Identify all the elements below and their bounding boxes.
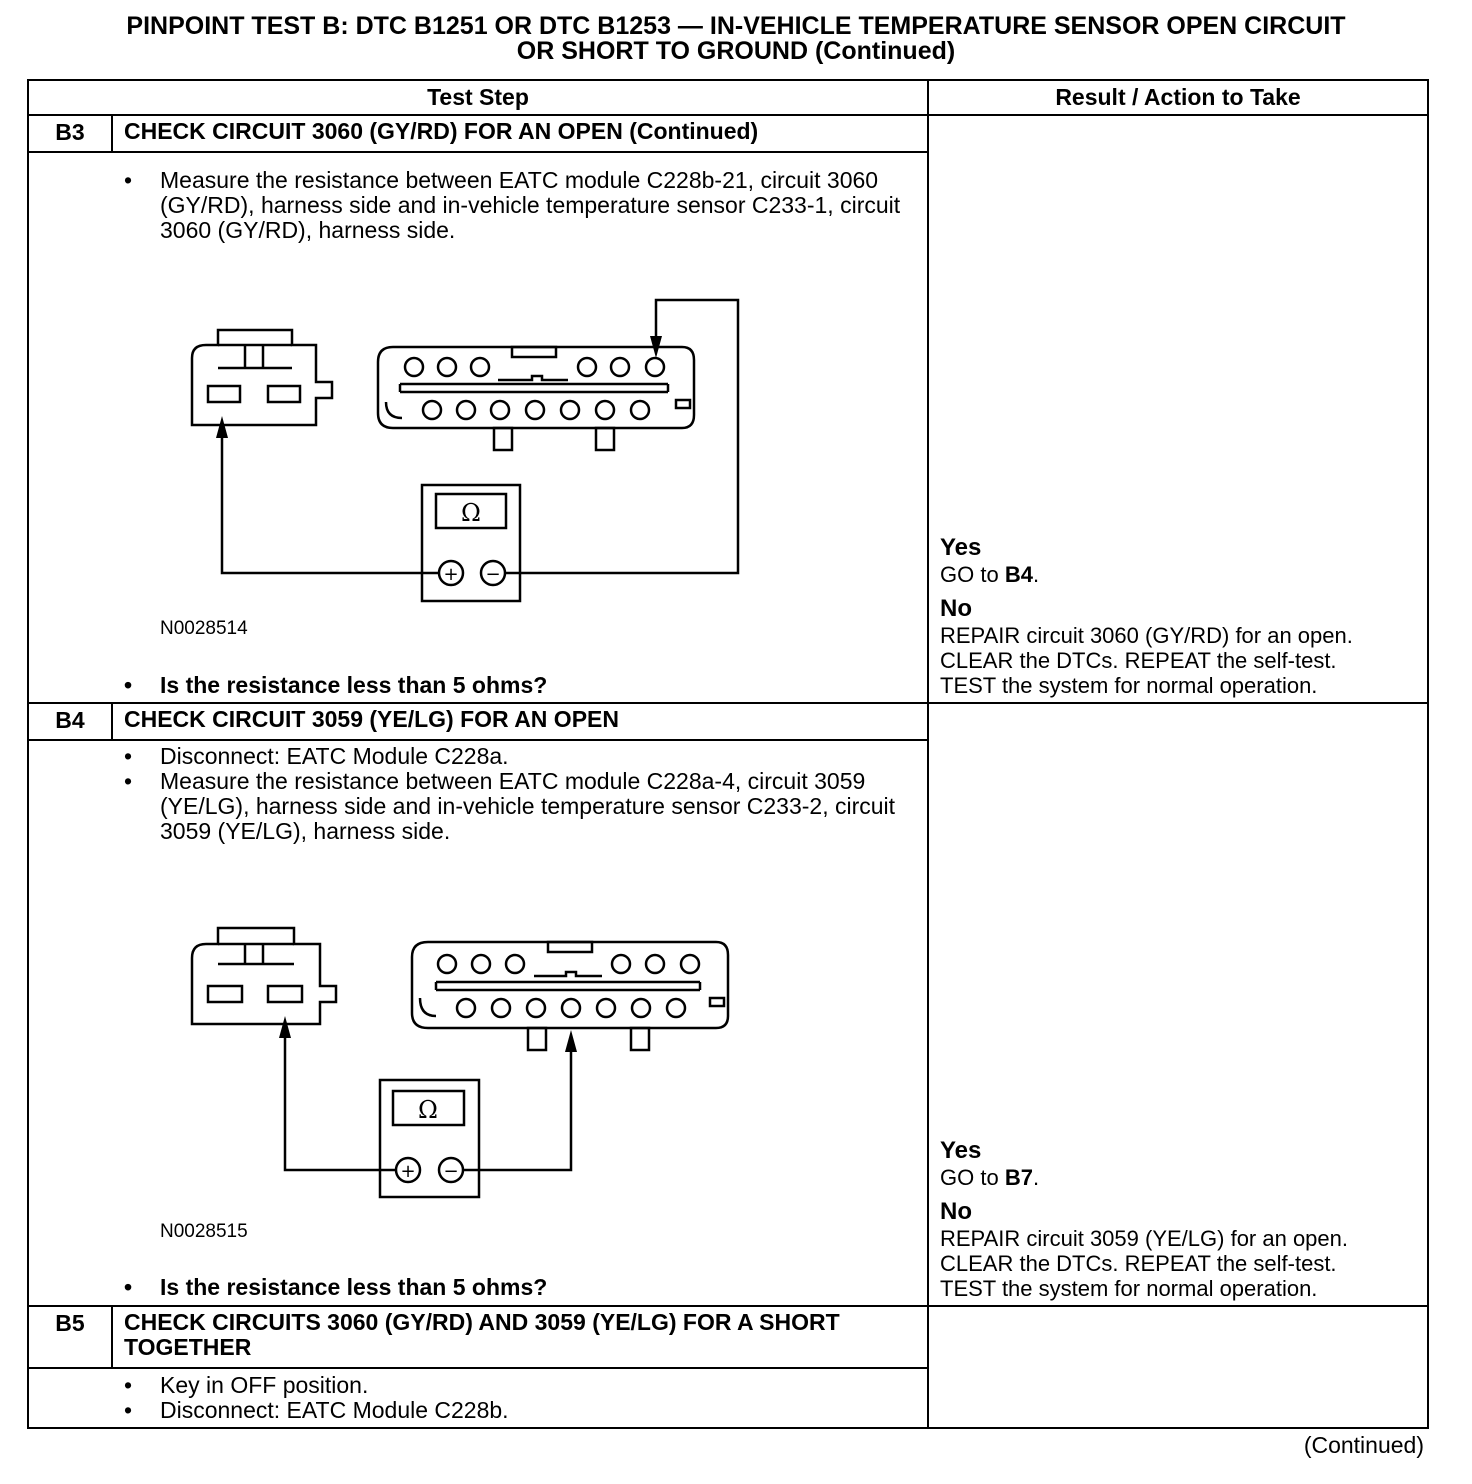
probe-arrow	[565, 1030, 577, 1052]
title-line-1: PINPOINT TEST B: DTC B1251 OR DTC B1253 …	[126, 12, 1346, 40]
no-action-line: TEST the system for normal operation.	[940, 673, 1318, 698]
yes-action: GO to B4.	[940, 562, 1040, 587]
probe-arrow	[650, 336, 662, 358]
step-b5-instructions: •Key in OFF position. •Disconnect: EATC …	[124, 1373, 904, 1423]
ohmmeter	[420, 483, 522, 603]
figure-id: N0028514	[160, 618, 248, 639]
step-b3-question: •Is the resistance less than 5 ohms?	[124, 672, 548, 698]
header-result: Result / Action to Take	[1055, 84, 1301, 110]
minus-terminal: −	[485, 564, 500, 585]
probe-arrow	[216, 416, 228, 438]
bullet-item: •Disconnect: EATC Module C228a.	[124, 743, 509, 769]
sensor-connector	[190, 926, 338, 1026]
no-label: No	[940, 1198, 972, 1225]
probe-arrow	[279, 1016, 291, 1038]
header-test-step: Test Step	[427, 84, 529, 110]
no-label: No	[940, 595, 972, 622]
bullet-item: •Key in OFF position.	[124, 1372, 369, 1398]
sensor-connector	[190, 328, 334, 427]
minus-terminal: −	[443, 1161, 458, 1182]
plus-terminal: +	[400, 1161, 415, 1182]
ohm-symbol: Ω	[461, 499, 481, 527]
step-b5-title: CHECK CIRCUITS 3060 (GY/RD) AND 3059 (YE…	[124, 1309, 840, 1360]
bullet-item: •Measure the resistance between EATC mod…	[124, 768, 896, 844]
step-b4-instructions: •Disconnect: EATC Module C228a. •Measure…	[124, 744, 904, 844]
no-action-line: TEST the system for normal operation.	[940, 1276, 1318, 1301]
module-connector	[376, 345, 696, 430]
step-b3-instructions: •Measure the resistance between EATC mod…	[124, 168, 904, 243]
step-b4-question: •Is the resistance less than 5 ohms?	[124, 1274, 548, 1300]
step-b3-number: B3	[55, 119, 85, 145]
title-line-2: OR SHORT TO GROUND (Continued)	[516, 37, 956, 65]
step-b4-result: Yes GO to B7. No REPAIR circuit 3059 (YE…	[940, 1137, 1420, 1301]
bullet-item: •Disconnect: EATC Module C228b.	[124, 1397, 509, 1423]
step-b3-title: CHECK CIRCUIT 3060 (GY/RD) FOR AN OPEN (…	[124, 118, 759, 144]
plus-terminal: +	[443, 564, 458, 585]
step-b4-title: CHECK CIRCUIT 3059 (YE/LG) FOR AN OPEN	[124, 706, 619, 732]
bullet-item: •Measure the resistance between EATC mod…	[124, 167, 901, 243]
page-title: PINPOINT TEST B: DTC B1251 OR DTC B1253 …	[0, 14, 1472, 64]
no-action-line: CLEAR the DTCs. REPEAT the self-test.	[940, 648, 1337, 673]
yes-action: GO to B7.	[940, 1165, 1040, 1190]
no-action-line: CLEAR the DTCs. REPEAT the self-test.	[940, 1251, 1337, 1276]
module-connector	[410, 940, 730, 1030]
step-b4-number: B4	[55, 707, 85, 733]
ohm-symbol: Ω	[418, 1096, 438, 1124]
figure-id: N0028515	[160, 1221, 248, 1242]
step-b5-number: B5	[55, 1310, 85, 1336]
ohmmeter	[378, 1078, 481, 1199]
no-action-line: REPAIR circuit 3059 (YE/LG) for an open.	[940, 1226, 1348, 1251]
step-b3-result: Yes GO to B4. No REPAIR circuit 3060 (GY…	[940, 534, 1420, 698]
yes-label: Yes	[940, 1137, 982, 1164]
yes-label: Yes	[940, 534, 982, 561]
no-action-line: REPAIR circuit 3060 (GY/RD) for an open.	[940, 623, 1353, 648]
continued-note: (Continued)	[1303, 1432, 1424, 1458]
